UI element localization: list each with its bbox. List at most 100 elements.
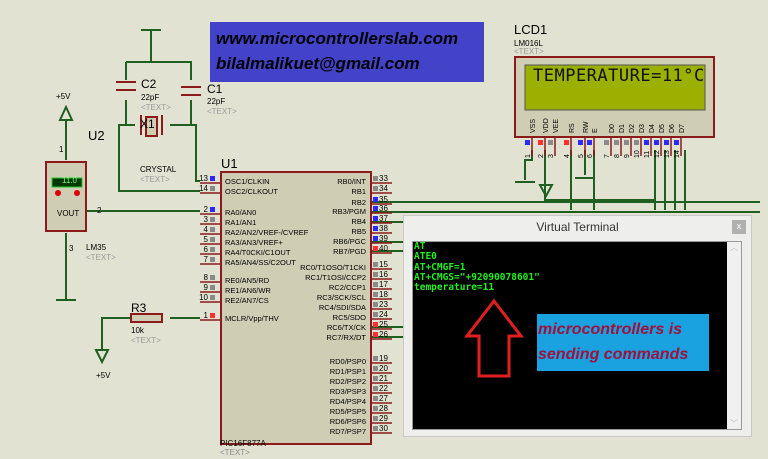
mcu-pin-number: 20	[379, 364, 388, 373]
lcd-pin-label: D7	[679, 124, 686, 133]
mcu-pin-marker	[373, 406, 378, 411]
c1-text-tag: <TEXT>	[207, 107, 237, 116]
lcd-ref: LCD1	[514, 22, 547, 37]
capacitor-c1[interactable]	[181, 86, 201, 96]
close-button[interactable]: x	[732, 220, 746, 234]
c1-ref: C1	[207, 82, 223, 96]
mcu-pin-marker	[373, 246, 378, 251]
mcu-pin-marker	[373, 176, 378, 181]
mcu-pin-number: 30	[379, 424, 388, 433]
lcd-pin-label: E	[592, 128, 599, 133]
lcd-pin-label: D3	[639, 124, 646, 133]
terminal-line: temperature=11	[414, 282, 495, 294]
scroll-down-icon[interactable]: ﹀	[730, 419, 738, 428]
mcu-pin-number: 26	[379, 330, 388, 339]
r3-ref: R3	[131, 301, 147, 315]
lcd-screen	[524, 64, 706, 111]
mcu-pin-number: 33	[379, 174, 388, 183]
terminal-line: AT	[414, 241, 426, 252]
mcu-pin-label: RC2/CCP1	[329, 283, 366, 292]
lcd-pin-label: RW	[583, 121, 590, 133]
terminal-scrollbar[interactable]: ︿ ﹀	[727, 242, 741, 429]
mcu-pin-number: 22	[379, 384, 388, 393]
lcd-pin-label: D4	[649, 124, 656, 133]
lcd-pin-number: 1	[525, 154, 532, 158]
mcu-pin-label: RC3/SCK/SCL	[317, 293, 366, 302]
mcu-pin-label: RC7/RX/DT	[326, 333, 366, 342]
r3-supply-label: +5V	[96, 371, 111, 380]
mcu-pin-number: 21	[379, 374, 388, 383]
mcu-pin-label: RA2/AN2/VREF-/CVREF	[225, 228, 309, 237]
lcd-pin-label: D5	[659, 124, 666, 133]
r3-value: 10k	[131, 326, 145, 335]
lcd-pin-marker	[634, 140, 639, 145]
mcu-pin-label: MCLR/Vpp/THV	[225, 314, 279, 323]
mcu-part: PIC16F877A	[220, 439, 266, 448]
mcu-pin-marker	[373, 236, 378, 241]
lcd-pin-marker	[548, 140, 553, 145]
mcu-pin-label: RB1	[351, 187, 366, 196]
mcu-ref: U1	[221, 156, 238, 171]
mcu-pin-number: 37	[379, 214, 388, 223]
crystal-x1[interactable]	[140, 115, 163, 137]
mcu-pin-label: RE2/AN7/CS	[225, 296, 269, 305]
r3-text-tag: <TEXT>	[131, 336, 161, 345]
mcu-pin-number: 27	[379, 394, 388, 403]
mcu-pin-label: RB7/PGD	[333, 247, 367, 256]
mcu-pin-label: RC6/TX/CK	[327, 323, 366, 332]
mcu-pin-label: RD2/PSP2	[330, 377, 366, 386]
mcu-pin-number: 39	[379, 234, 388, 243]
mcu-pin-marker	[373, 226, 378, 231]
crystal-part: CRYSTAL	[140, 165, 177, 174]
resistor-r3[interactable]	[130, 313, 163, 323]
mcu-pin-marker	[373, 206, 378, 211]
lcd-pin-marker	[664, 140, 669, 145]
sensor-ref: U2	[88, 128, 105, 143]
mcu-pin-marker	[210, 247, 215, 252]
lcd-pin-marker	[654, 140, 659, 145]
mcu-pin-number: 13	[199, 174, 208, 183]
lcd-pin-label: D2	[629, 124, 636, 133]
mcu-pin-marker	[373, 282, 378, 287]
mcu-pin-label: RD3/PSP3	[330, 387, 366, 396]
terminal-line: AT+CMGS="+92090078601"	[414, 271, 540, 283]
lcd-pin-number: 8	[614, 154, 621, 158]
mcu-pin-marker	[210, 186, 215, 191]
scroll-up-icon[interactable]: ︿	[730, 243, 738, 252]
wires	[65, 30, 760, 350]
mcu-pin-label: RA4/T0CKI/C1OUT	[225, 248, 291, 257]
sensor-pin2: 2	[97, 206, 102, 215]
lcd-pin-number: 4	[564, 154, 571, 158]
mcu-pin-marker	[210, 176, 215, 181]
increase-temp-button[interactable]	[74, 190, 80, 196]
mcu-pin-label: OSC1/CLKIN	[225, 177, 270, 186]
mcu-pin-number: 15	[379, 260, 388, 269]
callout-label: microcontrollers is sending commands	[537, 314, 709, 371]
mcu-pin-number: 14	[199, 184, 208, 193]
mcu-pin-label: RC1/T1OSI/CCP2	[305, 273, 366, 282]
terminal-line: ATE0	[414, 251, 437, 263]
lcd-pin-marker	[587, 140, 592, 145]
mcu-pin-number: 8	[204, 273, 209, 282]
mcu-pin-number: 9	[204, 283, 209, 292]
mcu-pin-label: RD6/PSP6	[330, 417, 366, 426]
mcu-pin-marker	[373, 366, 378, 371]
pic16f877a-body[interactable]	[220, 171, 372, 445]
mcu-pin-marker	[373, 292, 378, 297]
mcu-pin-marker	[210, 237, 215, 242]
terminal-line: AT+CMGF=1	[414, 261, 466, 273]
mcu-pin-number: 19	[379, 354, 388, 363]
lcd-pin-number: 5	[578, 154, 585, 158]
capacitor-c2[interactable]	[116, 81, 136, 91]
lcd-pin-marker	[578, 140, 583, 145]
decrease-temp-button[interactable]	[55, 190, 61, 196]
mcu-pin-label: RA3/AN3/VREF+	[225, 238, 283, 247]
power-arrows	[58, 104, 554, 365]
lm35-sensor-body[interactable]	[45, 161, 87, 232]
mcu-pin-marker	[373, 197, 378, 202]
mcu-pin-marker	[210, 207, 215, 212]
